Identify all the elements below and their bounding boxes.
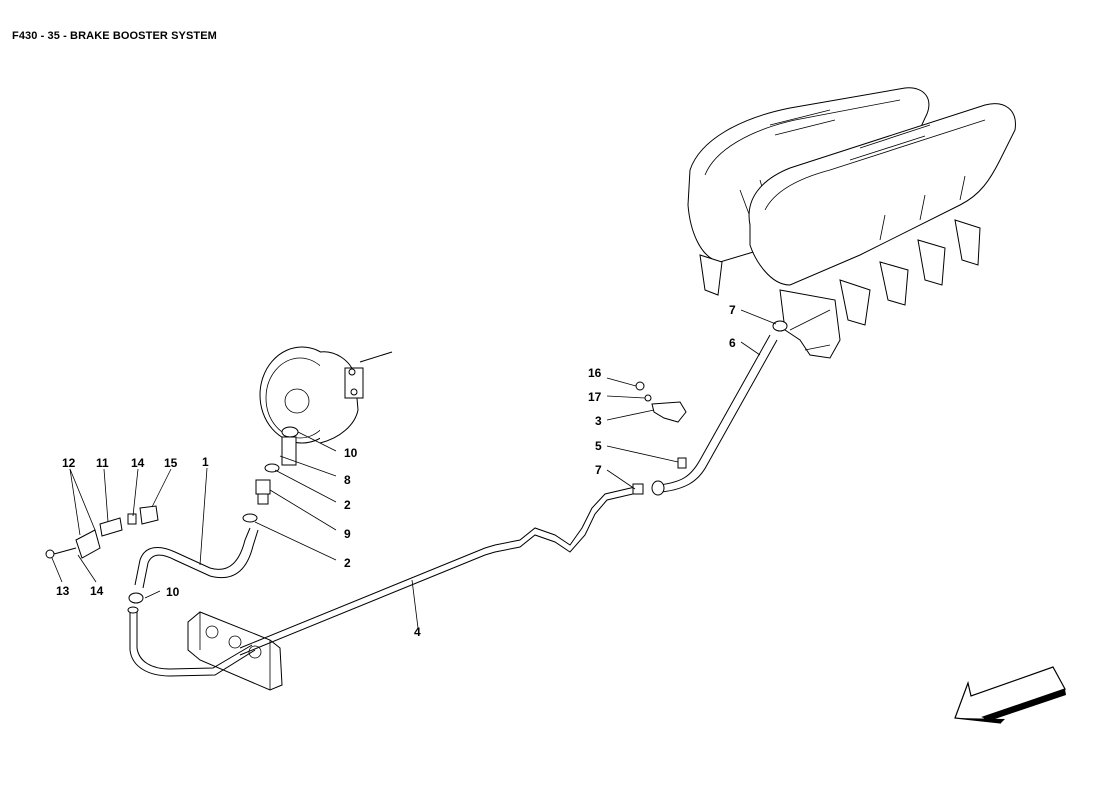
bolt-5 bbox=[677, 457, 687, 469]
callout-10: 10 bbox=[344, 446, 358, 460]
lower-pipe bbox=[129, 612, 256, 677]
callout-7: 7 bbox=[595, 463, 602, 477]
callout-14: 14 bbox=[131, 456, 145, 470]
hose-support-bracket bbox=[187, 611, 283, 691]
callout-16: 16 bbox=[588, 366, 602, 380]
callout-2: 2 bbox=[344, 498, 351, 512]
clamp-7-upper bbox=[772, 320, 788, 332]
callout-10: 10 bbox=[166, 585, 180, 599]
callout-7: 7 bbox=[729, 303, 736, 317]
callout-15: 15 bbox=[164, 456, 178, 470]
callout-4: 4 bbox=[414, 625, 421, 639]
callout-9: 9 bbox=[344, 527, 351, 541]
intake-manifold-assembly bbox=[687, 87, 1016, 359]
clamp-2-lower bbox=[242, 513, 258, 523]
bracket-3 bbox=[635, 381, 687, 423]
callout-17: 17 bbox=[588, 390, 602, 404]
callout-12: 12 bbox=[62, 456, 76, 470]
page-title: F430 - 35 - BRAKE BOOSTER SYSTEM bbox=[12, 30, 217, 42]
callout-labels: 1 2 2 3 4 5 6 7 7 8 9 10 10 11 12 13 14 … bbox=[56, 303, 736, 639]
callout-5: 5 bbox=[595, 439, 602, 453]
hose-1 bbox=[134, 527, 259, 589]
callout-11: 11 bbox=[96, 456, 109, 470]
callout-13: 13 bbox=[56, 584, 70, 598]
brake-booster bbox=[259, 346, 393, 444]
callout-8: 8 bbox=[344, 473, 351, 487]
callout-2: 2 bbox=[344, 556, 351, 570]
leader-lines bbox=[51, 309, 777, 629]
clamp-10-lower bbox=[127, 592, 144, 614]
direction-arrow-icon bbox=[954, 666, 1066, 724]
sensor-assembly bbox=[45, 505, 159, 559]
callout-6: 6 bbox=[729, 336, 736, 350]
callout-1: 1 bbox=[202, 455, 209, 469]
vacuum-pipe-4 bbox=[239, 486, 638, 656]
callout-14: 14 bbox=[90, 584, 104, 598]
clamp-7-lower bbox=[632, 480, 665, 496]
check-valve-9 bbox=[255, 479, 271, 505]
callout-3: 3 bbox=[595, 414, 602, 428]
hose-6 bbox=[659, 334, 778, 493]
